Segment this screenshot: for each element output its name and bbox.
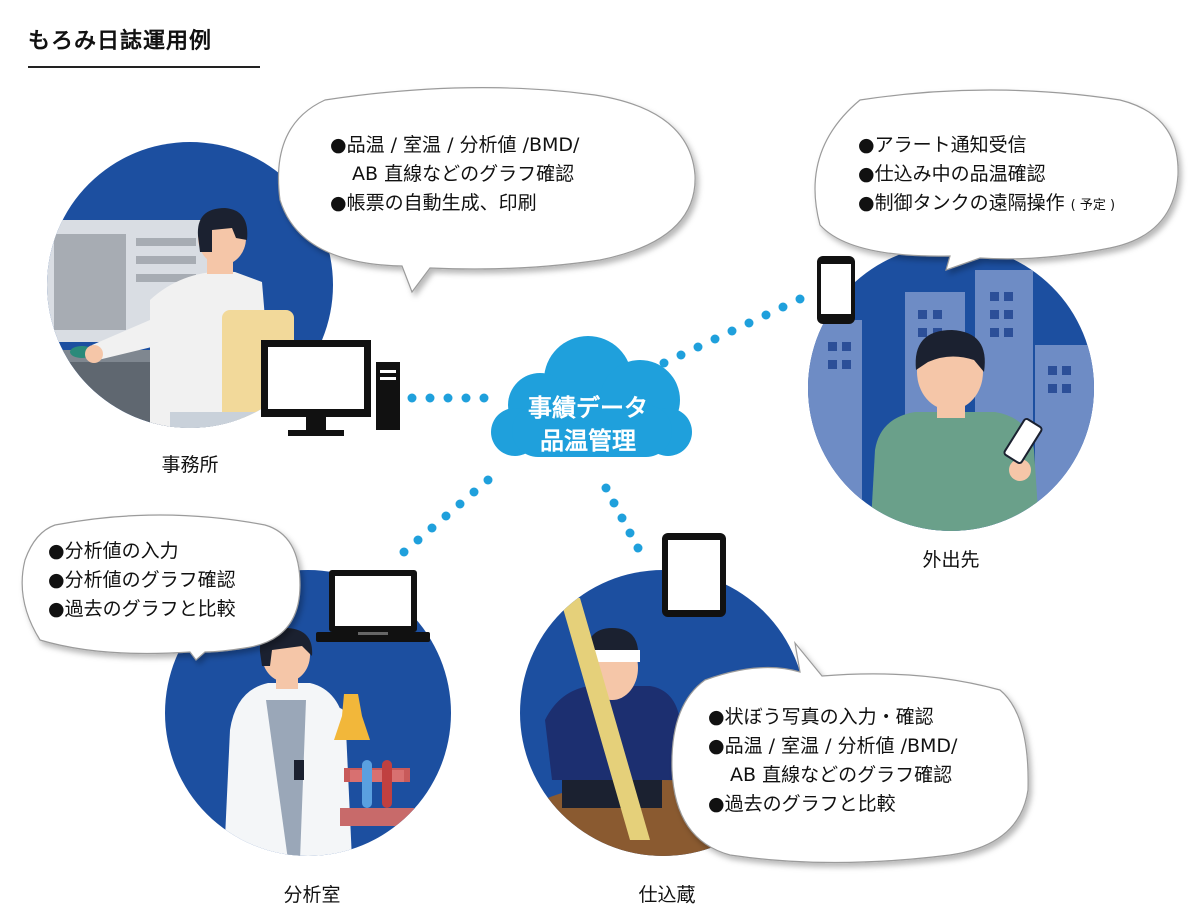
remote-bullet-3-text: ●制御タンクの遠隔操作 <box>858 192 1065 214</box>
page-title: もろみ日誌運用例 <box>28 26 260 68</box>
connector-brewery <box>601 483 643 553</box>
laptop-icon <box>316 570 430 642</box>
brewery-bullet-1: ●状ぼう写真の入力・確認 <box>708 706 934 728</box>
cloud-icon <box>491 336 692 457</box>
brewery-scene <box>520 570 806 856</box>
speech-bubbles <box>21 87 1179 864</box>
connector-lines <box>399 294 805 557</box>
connector-remote <box>659 294 805 368</box>
brewery-bullet-3: AB 直線などのグラフ確認 <box>730 764 953 786</box>
office-bullets: ●品温 / 室温 / 分析値 /BMD/ AB 直線などのグラフ確認 ●帳票の自… <box>330 131 579 218</box>
connector-lab <box>399 475 493 557</box>
remote-bullet-3-note: ( 予定 ) <box>1070 198 1116 213</box>
cloud-label: 事績データ 品温管理 <box>503 392 673 458</box>
office-bullet-2: AB 直線などのグラフ確認 <box>352 163 575 185</box>
lab-speech-bubble <box>21 514 301 661</box>
lab-bullet-2: ●分析値のグラフ確認 <box>48 569 236 591</box>
tablet-icon <box>662 533 726 617</box>
office-bullet-3: ●帳票の自動生成、印刷 <box>330 192 537 214</box>
lab-bullet-3: ●過去のグラフと比較 <box>48 598 236 620</box>
brewery-bullet-4: ●過去のグラフと比較 <box>708 793 896 815</box>
smartphone-icon <box>817 256 855 324</box>
remote-bullet-2: ●仕込み中の品温確認 <box>858 163 1046 185</box>
remote-bullet-1: ●アラート通知受信 <box>858 134 1027 156</box>
cloud-label-line1: 事績データ <box>528 394 648 422</box>
remote-label: 外出先 <box>922 549 980 571</box>
remote-bullets: ●アラート通知受信 ●仕込み中の品温確認 ●制御タンクの遠隔操作 ( 予定 ) <box>858 131 1115 220</box>
office-label: 事務所 <box>161 454 219 476</box>
office-speech-bubble <box>277 87 696 294</box>
remote-speech-bubble <box>814 89 1179 271</box>
cloud-label-line2: 品温管理 <box>540 427 636 455</box>
lab-label: 分析室 <box>283 884 341 906</box>
brewery-bullet-2: ●品温 / 室温 / 分析値 /BMD/ <box>708 735 958 757</box>
lab-bullet-1: ●分析値の入力 <box>48 540 179 562</box>
connector-office <box>407 393 489 403</box>
brewery-label: 仕込蔵 <box>638 884 696 906</box>
brewery-speech-bubble <box>671 640 1029 864</box>
desktop-computer-icon <box>261 340 400 436</box>
brewery-bullets: ●状ぼう写真の入力・確認 ●品温 / 室温 / 分析値 /BMD/ AB 直線な… <box>708 703 957 819</box>
lab-bullets: ●分析値の入力 ●分析値のグラフ確認 ●過去のグラフと比較 <box>48 537 236 624</box>
remote-bullet-3: ●制御タンクの遠隔操作 ( 予定 ) <box>858 189 1115 220</box>
office-bullet-1: ●品温 / 室温 / 分析値 /BMD/ <box>330 134 580 156</box>
